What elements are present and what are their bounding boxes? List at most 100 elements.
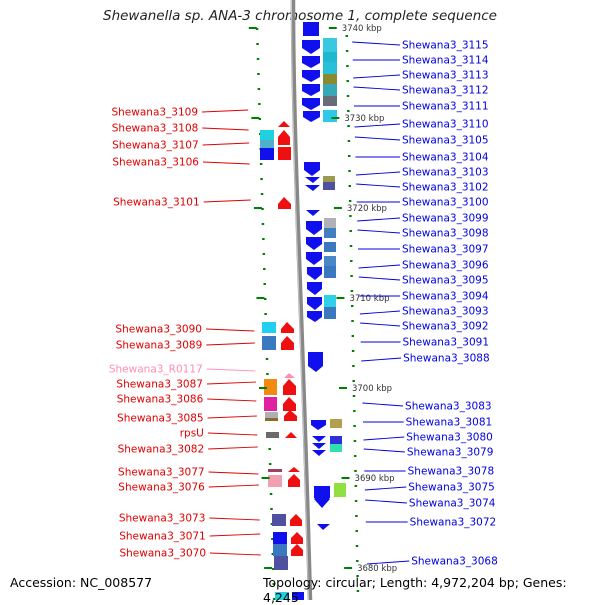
gene-label[interactable]: Shewana3_3113 xyxy=(402,70,489,82)
gene-label[interactable]: Shewana3_3072 xyxy=(410,517,497,529)
guide-dot xyxy=(354,500,358,502)
gene-label[interactable]: Shewana3_3085 xyxy=(117,413,204,425)
gene-label[interactable]: Shewana3_3097 xyxy=(402,244,489,256)
gene-label[interactable]: Shewana3_3115 xyxy=(402,40,489,52)
gene-label[interactable]: Shewana3_3096 xyxy=(402,260,489,272)
gene-feature xyxy=(281,336,294,350)
gene-label[interactable]: Shewana3_3112 xyxy=(402,85,489,97)
guide-dot xyxy=(346,65,349,67)
guide-dot xyxy=(346,95,350,97)
gene-label[interactable]: Shewana3_3091 xyxy=(402,337,489,349)
guide-dot xyxy=(350,275,353,277)
guide-dot xyxy=(351,335,355,337)
gene-label[interactable]: Shewana3_3078 xyxy=(408,466,495,478)
leader-line xyxy=(205,328,255,332)
gene-label[interactable]: Shewana3_3089 xyxy=(116,340,203,352)
gene-feature xyxy=(302,98,320,110)
gene-label[interactable]: Shewana3_3087 xyxy=(116,379,203,391)
guide-dot xyxy=(261,223,265,225)
gene-label[interactable]: Shewana3_3099 xyxy=(402,213,489,225)
gene-label[interactable]: Shewana3_3071 xyxy=(119,531,206,543)
plus-strand-features xyxy=(260,121,304,600)
gene-label[interactable]: Shewana3_3083 xyxy=(405,401,492,413)
gene-label[interactable]: Shewana3_3068 xyxy=(411,556,498,568)
kbp-tick-left xyxy=(256,297,265,299)
gene-label[interactable]: Shewana3_3079 xyxy=(407,447,494,459)
gene-label[interactable]: Shewana3_3109 xyxy=(111,107,198,119)
gene-feature xyxy=(285,432,297,438)
gene-label[interactable]: Shewana3_3093 xyxy=(402,306,489,318)
gene-label[interactable]: Shewana3_3077 xyxy=(118,467,205,479)
gene-label[interactable]: Shewana3_3095 xyxy=(402,275,489,287)
gene-label[interactable]: Shewana3_3081 xyxy=(406,417,493,429)
guide-dot xyxy=(349,230,352,232)
gene-label[interactable]: Shewana3_3074 xyxy=(409,498,496,510)
gene-label[interactable]: Shewana3_3106 xyxy=(112,157,199,169)
guide-dot xyxy=(352,380,355,382)
leader-line xyxy=(359,310,401,315)
gene-feature xyxy=(262,336,276,350)
leader-line xyxy=(353,86,401,91)
leader-line xyxy=(206,342,255,346)
gene-feature xyxy=(272,514,286,526)
leader-line xyxy=(209,517,260,521)
gene-feature xyxy=(268,469,282,472)
guide-dot xyxy=(345,50,349,52)
gene-label[interactable]: Shewana3_3076 xyxy=(118,482,205,494)
gene-label[interactable]: rpsU xyxy=(180,428,204,440)
gene-label[interactable]: Shewana3_3105 xyxy=(402,135,489,147)
gene-label[interactable]: Shewana3_3092 xyxy=(402,321,489,333)
kbp-tick xyxy=(344,567,353,569)
gene-feature xyxy=(278,147,291,160)
guide-dot xyxy=(352,365,355,367)
gene-feature xyxy=(307,311,322,322)
gene-feature xyxy=(306,221,322,235)
gene-label[interactable]: Shewana3_3094 xyxy=(402,291,489,303)
gene-label[interactable]: Shewana3_R0117 xyxy=(109,364,203,376)
kbp-tick-left xyxy=(261,477,270,479)
gene-label[interactable]: Shewana3_3108 xyxy=(112,123,199,135)
guide-dot xyxy=(257,88,261,90)
gene-label[interactable]: Shewana3_3080 xyxy=(406,432,493,444)
gene-label[interactable]: Shewana3_3073 xyxy=(119,513,206,525)
gene-label[interactable]: Shewana3_3107 xyxy=(112,140,199,152)
gene-label[interactable]: Shewana3_3090 xyxy=(115,324,202,336)
genome-backbone xyxy=(290,0,313,600)
gene-label[interactable]: Shewana3_3070 xyxy=(119,548,206,560)
leader-line xyxy=(360,322,401,327)
gene-label[interactable]: Shewana3_3100 xyxy=(402,197,489,209)
leader-line xyxy=(356,183,401,188)
guide-dot xyxy=(353,455,357,457)
guide-dot xyxy=(272,583,275,585)
gene-feature xyxy=(324,295,336,307)
leader-line xyxy=(209,552,261,556)
gene-feature xyxy=(330,436,342,444)
guide-dot xyxy=(258,103,261,105)
gene-label[interactable]: Shewana3_3111 xyxy=(402,101,489,113)
gene-feature xyxy=(323,84,337,96)
leader-line xyxy=(354,136,401,141)
gene-label[interactable]: Shewana3_3088 xyxy=(403,353,490,365)
gene-label[interactable]: Shewana3_3104 xyxy=(402,152,489,164)
gene-label[interactable]: Shewana3_3102 xyxy=(402,182,489,194)
gene-feature xyxy=(283,379,296,395)
gene-label[interactable]: Shewana3_3075 xyxy=(408,482,495,494)
gene-label[interactable]: Shewana3_3103 xyxy=(402,167,489,179)
guide-dot xyxy=(355,530,358,532)
kbp-tick-left xyxy=(248,27,257,29)
guide-dot xyxy=(263,298,267,300)
gene-feature xyxy=(323,110,337,122)
gene-label[interactable]: Shewana3_3110 xyxy=(402,119,489,131)
kbp-tick-left xyxy=(251,117,260,119)
guide-dot xyxy=(270,508,273,510)
leader-line xyxy=(352,41,401,46)
gene-label[interactable]: Shewana3_3098 xyxy=(402,228,489,240)
gene-label[interactable]: Shewana3_3086 xyxy=(117,394,204,406)
gene-feature xyxy=(306,237,322,250)
gene-label[interactable]: Shewana3_3082 xyxy=(118,444,205,456)
gene-feature xyxy=(307,267,322,280)
gene-label[interactable]: Shewana3_3114 xyxy=(402,55,489,67)
gene-feature xyxy=(290,514,302,526)
gene-label[interactable]: Shewana3_3101 xyxy=(113,197,200,209)
